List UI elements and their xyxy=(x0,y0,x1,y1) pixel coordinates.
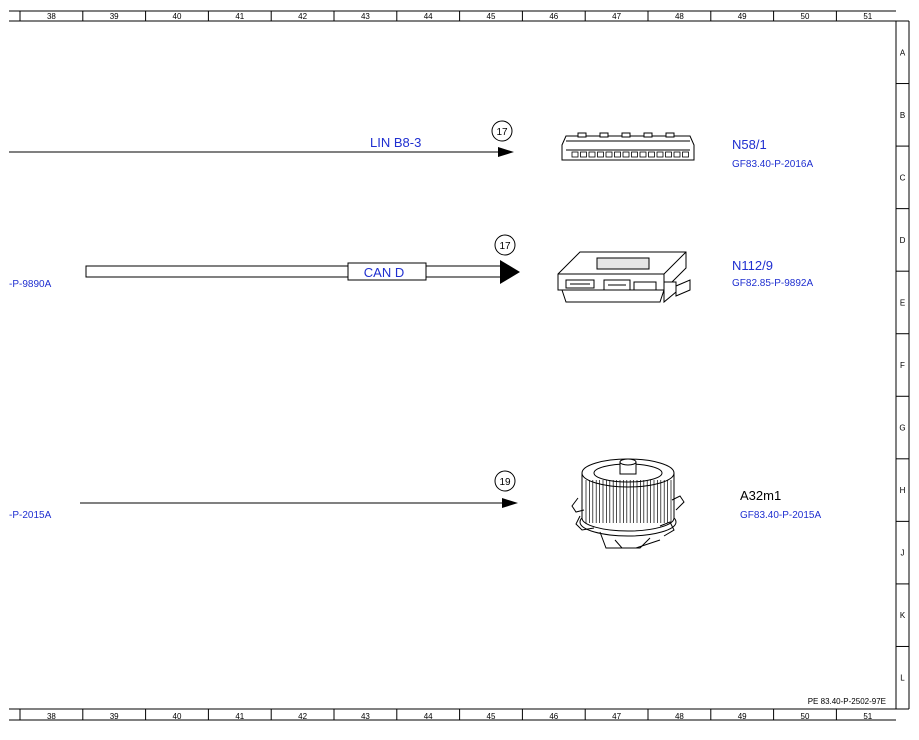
row-label: A xyxy=(900,48,906,57)
column-label: 50 xyxy=(801,712,810,721)
terminal-number: 19 xyxy=(499,477,511,488)
row-label: L xyxy=(900,674,905,683)
row-label: B xyxy=(900,111,905,120)
panel-button xyxy=(648,151,655,158)
panel-button xyxy=(682,151,689,158)
column-label: 43 xyxy=(361,12,370,21)
column-label: 39 xyxy=(110,12,119,21)
component-id: A32m1 xyxy=(740,488,781,503)
column-label: 49 xyxy=(738,712,747,721)
terminal-circle xyxy=(494,470,516,492)
panel-button xyxy=(622,151,630,158)
row-label: H xyxy=(900,486,906,495)
terminal-circle xyxy=(491,120,513,142)
terminal-number: 17 xyxy=(496,127,508,138)
column-label: 46 xyxy=(549,712,558,721)
component-reference: GF83.40-P-2016A xyxy=(732,159,813,170)
panel-button xyxy=(580,151,587,158)
can-arrowhead xyxy=(500,260,520,284)
component-id: N112/9 xyxy=(732,258,773,273)
terminal-number: 17 xyxy=(499,241,511,252)
column-label: 40 xyxy=(173,712,182,721)
row-labels: A B C D E F G H J K L xyxy=(899,48,905,682)
can-label-box xyxy=(347,262,427,281)
panel-button xyxy=(605,151,613,158)
panel-button xyxy=(614,151,621,158)
column-label: 45 xyxy=(487,12,496,21)
column-labels-top: 38 39 40 41 42 43 44 45 46 47 48 49 50 51 xyxy=(47,12,873,21)
document-id: PE 83.40-P-2502-97E xyxy=(808,697,886,706)
panel-button xyxy=(588,151,596,158)
column-label: 47 xyxy=(612,12,621,21)
panel-button xyxy=(639,151,647,158)
column-label: 41 xyxy=(235,12,244,21)
row-label: G xyxy=(899,424,905,433)
connection-can: -P-9890A CAN D 17 xyxy=(9,234,520,290)
row-label: F xyxy=(900,361,905,370)
terminal-circle xyxy=(494,234,516,256)
can-bus-line xyxy=(85,265,503,278)
blower-motor-icon xyxy=(571,458,685,549)
diagram-frame xyxy=(9,10,910,721)
panel-button xyxy=(665,151,672,158)
column-label: 42 xyxy=(298,712,307,721)
component-id: N58/1 xyxy=(732,137,767,152)
row-label: C xyxy=(900,173,906,182)
column-label: 44 xyxy=(424,712,433,721)
column-label: 39 xyxy=(110,712,119,721)
column-label: 42 xyxy=(298,12,307,21)
panel-button xyxy=(656,151,664,158)
lin-arrowhead xyxy=(498,147,514,157)
column-label: 47 xyxy=(612,712,621,721)
column-label: 44 xyxy=(424,12,433,21)
column-label: 43 xyxy=(361,712,370,721)
row-label: D xyxy=(900,236,906,245)
connection-blower: -P-2015A 19 xyxy=(9,470,518,521)
panel-button xyxy=(571,151,579,158)
connection-lin: LIN B8-3 17 xyxy=(9,120,514,157)
component-reference: GF83.40-P-2015A xyxy=(740,510,821,521)
column-labels-bottom: 38 39 40 41 42 43 44 45 46 47 48 49 50 51 xyxy=(47,712,873,721)
column-label: 45 xyxy=(487,712,496,721)
column-label: 46 xyxy=(549,12,558,21)
lin-bus-label: LIN B8-3 xyxy=(370,135,421,150)
column-label: 41 xyxy=(235,712,244,721)
climate-control-panel-icon xyxy=(561,132,695,161)
column-label: 40 xyxy=(173,12,182,21)
panel-button xyxy=(597,151,604,158)
column-label: 38 xyxy=(47,712,56,721)
row-label: K xyxy=(900,611,906,620)
column-label: 48 xyxy=(675,12,684,21)
panel-button xyxy=(673,151,681,158)
left-reference: -P-2015A xyxy=(9,510,52,521)
column-label: 49 xyxy=(738,12,747,21)
column-label: 48 xyxy=(675,712,684,721)
column-label: 51 xyxy=(863,12,872,21)
component-reference: GF82.85-P-9892A xyxy=(732,278,813,289)
row-label: J xyxy=(901,549,905,558)
column-label: 38 xyxy=(47,12,56,21)
left-reference: -P-9890A xyxy=(9,279,52,290)
can-bus-label: CAN D xyxy=(364,265,404,280)
column-label: 50 xyxy=(801,12,810,21)
control-module-icon xyxy=(557,251,691,304)
panel-button xyxy=(631,151,638,158)
blower-arrowhead xyxy=(502,498,518,508)
row-label: E xyxy=(900,298,905,307)
column-label: 51 xyxy=(863,712,872,721)
